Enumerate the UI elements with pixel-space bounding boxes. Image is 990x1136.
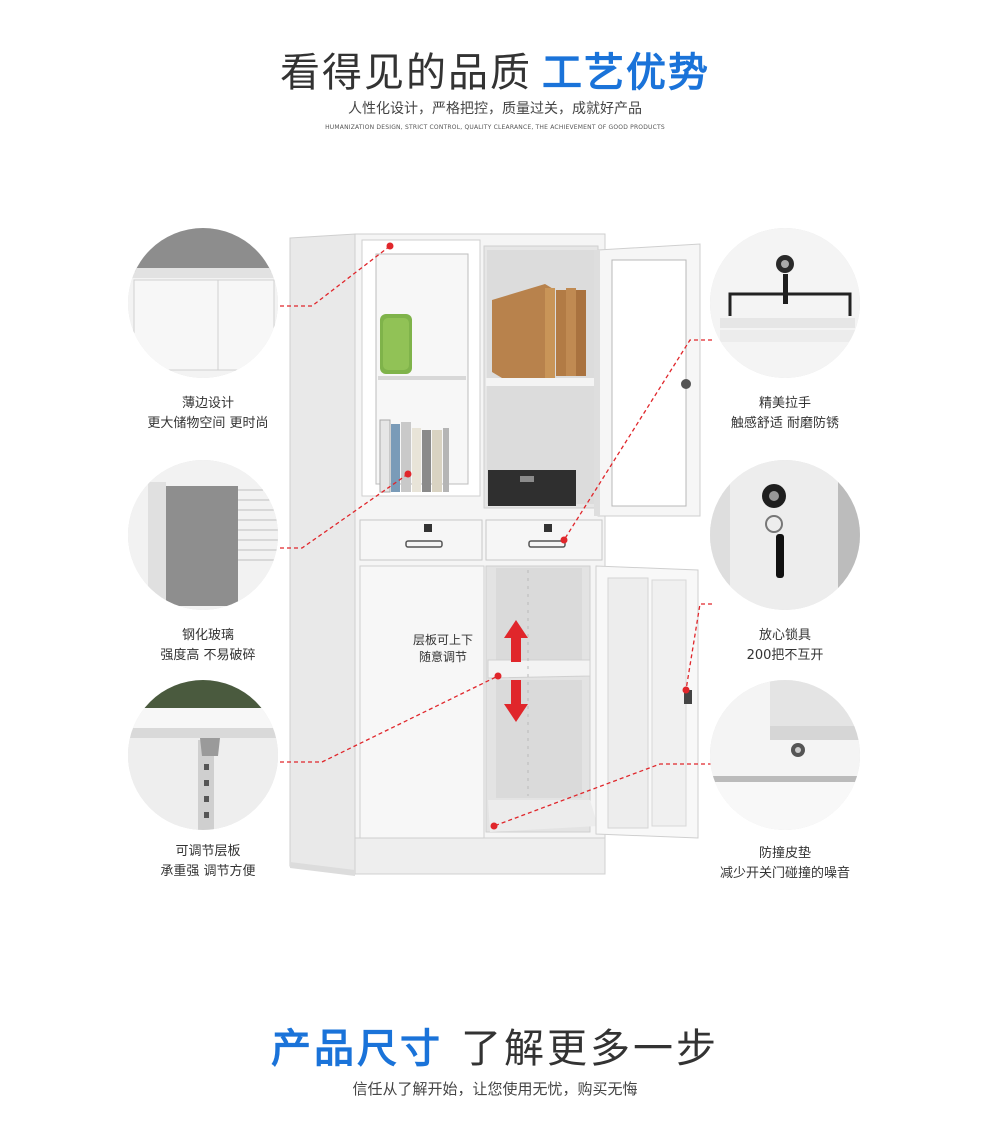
shelf-adjust-note: 层板可上下 随意调节 xyxy=(398,632,488,666)
shelf-desc: 承重强 调节方便 xyxy=(160,864,256,879)
lock-title: 放心锁具 xyxy=(758,628,811,643)
glass-title: 钢化玻璃 xyxy=(181,628,234,643)
handle-title: 精美拉手 xyxy=(758,396,811,411)
lock-caption: 放心锁具 200把不互开 xyxy=(690,626,880,666)
bumper-title: 防撞皮垫 xyxy=(758,846,811,861)
lower-right-open-door xyxy=(595,565,699,839)
shelf-caption: 可调节层板 承重强 调节方便 xyxy=(113,842,303,882)
upper-right-open-door xyxy=(594,243,701,517)
thin-edge-title: 薄边设计 xyxy=(181,396,234,411)
pointer-lines xyxy=(280,245,712,827)
page-subtitle-en: HUMANIZATION DESIGN, STRICT CONTROL, QUA… xyxy=(325,124,665,131)
thin-edge-caption: 薄边设计 更大储物空间 更时尚 xyxy=(113,394,303,434)
section-title: 产品尺寸了解更多一步 xyxy=(0,1016,990,1074)
shelf-adjust-arrows xyxy=(504,620,528,722)
section-title-accent: 产品尺寸 xyxy=(271,1026,443,1072)
lock-desc: 200把不互开 xyxy=(746,648,824,663)
shelf-note-line1: 层板可上下 xyxy=(412,633,473,647)
glass-caption: 钢化玻璃 强度高 不易破碎 xyxy=(113,626,303,666)
page-title: 看得见的品质工艺优势 xyxy=(0,40,990,98)
title-accent: 工艺优势 xyxy=(542,50,710,96)
bumper-detail-image xyxy=(710,680,860,830)
pointer-dots xyxy=(386,242,690,830)
lower-left-door xyxy=(359,565,485,839)
handle-detail-image xyxy=(710,228,860,378)
section-subtitle: 信任从了解开始，让您使用无忧，购买无悔 xyxy=(352,1080,638,1098)
lower-interior xyxy=(485,565,598,833)
glass-detail-image xyxy=(128,460,278,610)
thin-edge-desc: 更大储物空间 更时尚 xyxy=(147,416,269,431)
title-main: 看得见的品质 xyxy=(280,50,532,96)
upper-left-glass-door xyxy=(361,239,481,497)
shelf-detail-image xyxy=(128,680,278,830)
thin-edge-detail-image xyxy=(128,228,278,378)
drawers xyxy=(359,519,603,561)
upper-right-compartment xyxy=(483,245,599,509)
handle-caption: 精美拉手 触感舒适 耐磨防锈 xyxy=(690,394,880,434)
bumper-caption: 防撞皮垫 减少开关门碰撞的噪音 xyxy=(690,844,880,884)
page-subtitle: 人性化设计，严格把控，质量过关，成就好产品 xyxy=(348,101,642,117)
shelf-note-line2: 随意调节 xyxy=(418,650,467,664)
handle-desc: 触感舒适 耐磨防锈 xyxy=(730,416,840,431)
shelf-title: 可调节层板 xyxy=(175,844,241,859)
glass-desc: 强度高 不易破碎 xyxy=(160,648,256,663)
section-title-main: 了解更多一步 xyxy=(461,1026,719,1072)
lock-detail-image xyxy=(710,460,860,610)
bumper-desc: 减少开关门碰撞的噪音 xyxy=(719,866,850,881)
